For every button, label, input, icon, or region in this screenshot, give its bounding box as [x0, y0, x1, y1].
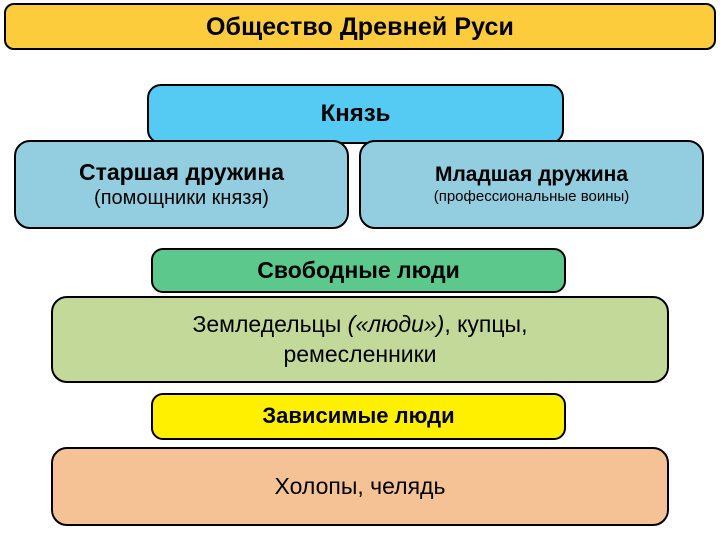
- pyramid-level-senior-druzhina-sublabel: (помощники князя): [94, 186, 269, 209]
- pyramid-level-junior-druzhina: Младшая дружина (профессиональные воины): [359, 140, 704, 229]
- free-people-detail-line1-italic: («люди»): [347, 310, 445, 337]
- pyramid-level-prince-label: Князь: [320, 99, 391, 127]
- free-people-detail-line1-before: Земледельцы: [192, 310, 348, 337]
- pyramid-level-free-people-detail-line1: Земледельцы («люди»), купцы,: [61, 310, 659, 340]
- pyramid-level-junior-druzhina-sublabel: (профессиональные воины): [433, 188, 630, 206]
- pyramid-level-free-people-label: Свободные люди: [257, 256, 460, 283]
- pyramid-level-free-people-detail-line2: ремесленники: [283, 340, 437, 367]
- pyramid-level-dependent-people-detail-label: Холопы, челядь: [274, 472, 446, 499]
- pyramid-level-senior-druzhina: Старшая дружина (помощники князя): [14, 140, 349, 229]
- pyramid-level-dependent-people-detail: Холопы, челядь: [51, 447, 669, 526]
- pyramid-level-dependent-people-label: Зависимые люди: [262, 403, 455, 429]
- pyramid-level-prince: Князь: [147, 84, 564, 144]
- slide-title-banner: Общество Древней Руси: [4, 3, 716, 50]
- pyramid-level-free-people-detail: Земледельцы («люди»), купцы, ремесленник…: [51, 296, 669, 383]
- pyramid-level-free-people: Свободные люди: [151, 248, 566, 293]
- slide-title-text: Общество Древней Руси: [206, 12, 514, 41]
- free-people-detail-line1-after: , купцы,: [444, 310, 528, 337]
- pyramid-level-dependent-people: Зависимые люди: [151, 393, 566, 440]
- pyramid-level-junior-druzhina-label: Младшая дружина: [434, 162, 629, 186]
- pyramid-level-senior-druzhina-label: Старшая дружина: [78, 158, 285, 185]
